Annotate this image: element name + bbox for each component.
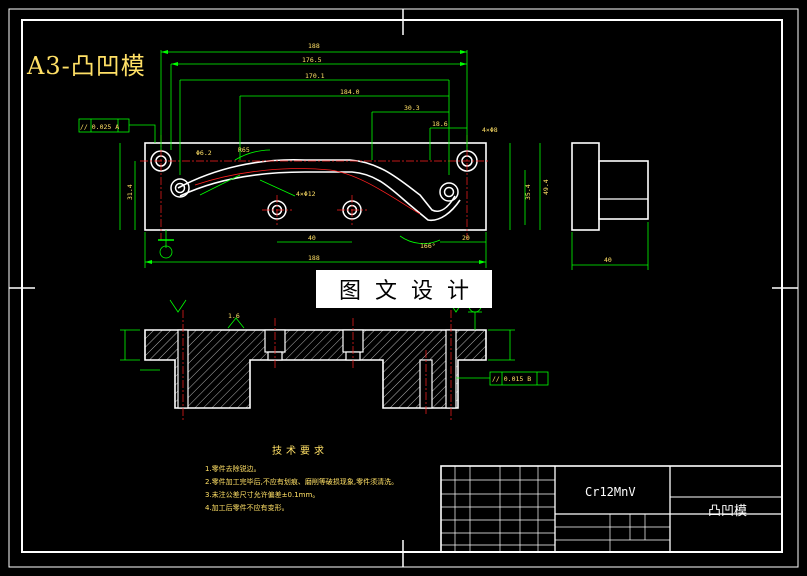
dim-text: 40	[308, 234, 316, 242]
dim-text: 35.4	[524, 184, 532, 200]
tech-requirements-title: 技术要求	[272, 446, 328, 457]
dim-text: R65	[238, 146, 250, 154]
tech-requirement-item: 3.未注公差尺寸允许偏差±0.1mm。	[205, 491, 320, 499]
dim-text: 166°	[420, 242, 436, 250]
tolerance-frame-1	[78, 118, 156, 143]
dim-text: 4×Φ8	[482, 126, 498, 134]
tech-requirement-item: 1.零件去除锐边。	[205, 465, 261, 473]
sheet-title: A3-凸凹模	[27, 52, 146, 80]
design-banner: 图文设计	[316, 270, 492, 308]
roughness-text: 1.6	[228, 312, 240, 320]
dim-text: 20	[462, 234, 470, 242]
centering-marks	[9, 9, 798, 567]
dim-text: 40	[604, 256, 612, 264]
tech-requirements-list: 1.零件去除锐边。 2.零件加工完毕后,不应有划痕、磨削等破损现象,零件须清洗。…	[205, 463, 440, 515]
dim-text: 170.1	[305, 72, 325, 80]
dim-text: 184.0	[340, 88, 360, 96]
side-view	[571, 142, 649, 270]
dim-text: 188	[308, 254, 320, 262]
tech-requirement-item: 4.加工后零件不应有变形。	[205, 504, 289, 512]
datum-a	[158, 239, 174, 259]
top-view: 188 176.5 170.1 184.0 30.3 18.6 40 188 4…	[78, 42, 612, 268]
dim-text: 176.5	[302, 56, 322, 64]
section-view: // 0.015 B 1.6	[120, 299, 549, 420]
part-name-label: 凸凹模	[708, 504, 748, 519]
dimension-lines	[119, 50, 541, 268]
dim-text: 49.4	[542, 179, 550, 195]
dim-text: Φ6.2	[196, 149, 212, 157]
inner-frame	[21, 19, 783, 553]
tolerance-frame-2: // 0.015 B	[489, 371, 549, 386]
dim-text: 30.3	[404, 104, 420, 112]
slot-profile	[177, 158, 456, 212]
material-label: Cr12MnV	[585, 485, 636, 499]
tech-requirement-item: 2.零件加工完毕后,不应有划痕、磨削等破损现象,零件须清洗。	[205, 478, 399, 486]
dim-text: 31.4	[126, 184, 134, 200]
dim-text: 18.6	[432, 120, 448, 128]
title-block	[440, 465, 783, 553]
top-view-plate	[144, 142, 487, 231]
tolerance-text: // 0.015 B	[492, 375, 531, 383]
section-body	[144, 329, 487, 409]
dim-text: 188	[308, 42, 320, 50]
tolerance-text: // 0.025 A	[80, 123, 119, 131]
dim-text: 4×Φ12	[296, 190, 316, 198]
